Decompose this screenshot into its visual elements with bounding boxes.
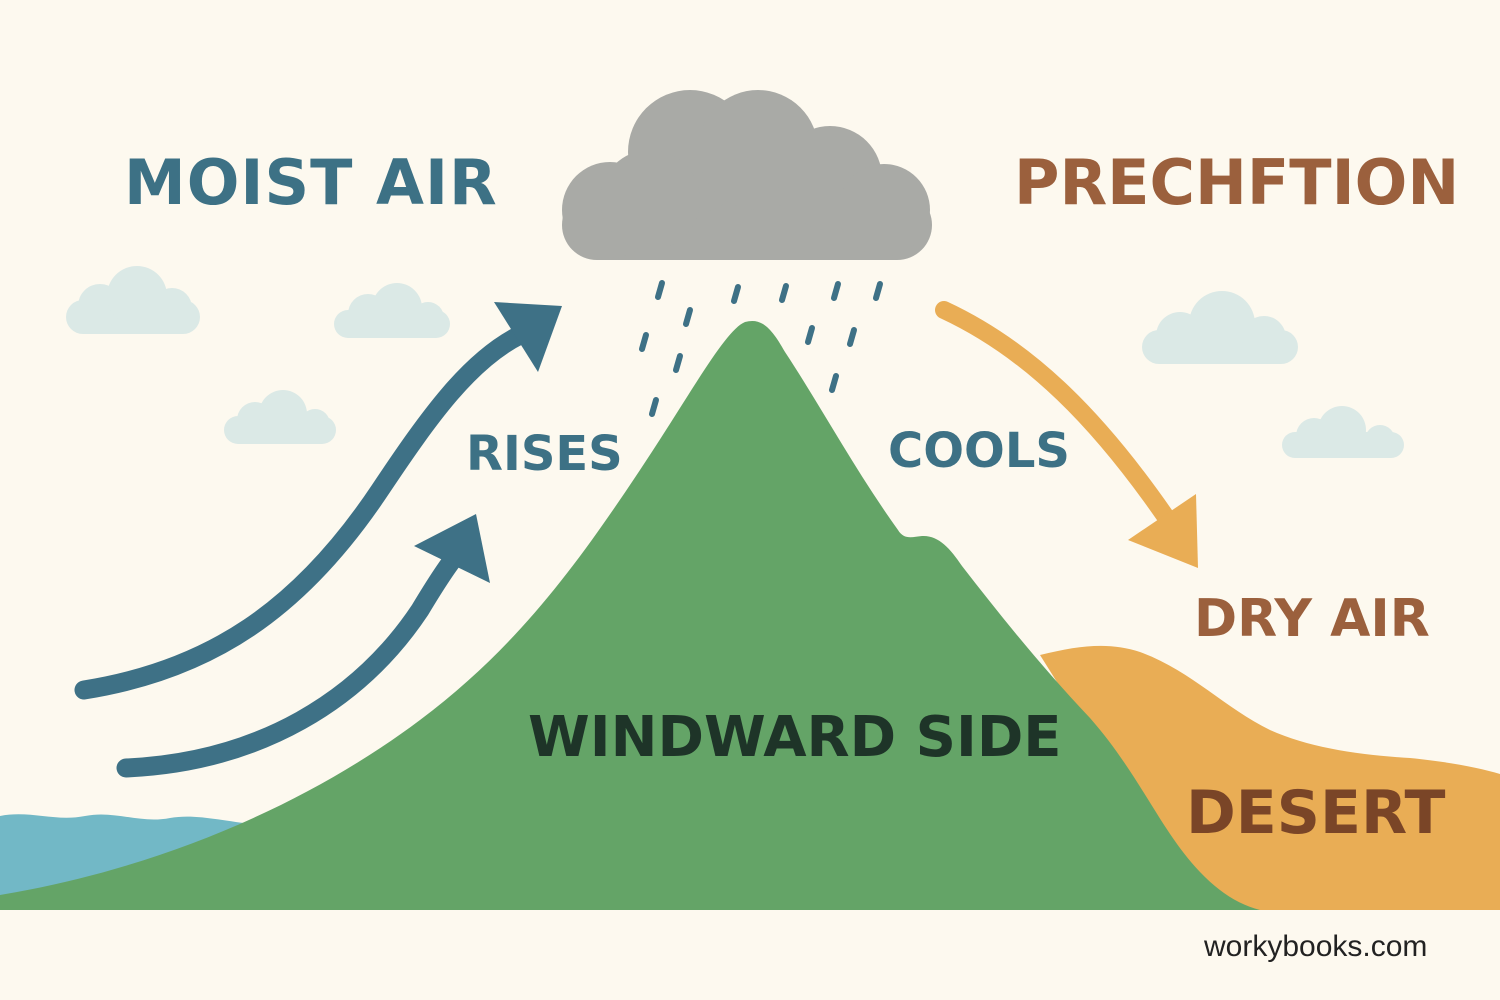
raindrop-icon: [847, 327, 857, 347]
rises-label: RISES: [466, 426, 623, 482]
windward-side-label: WINDWARD SIDE: [528, 705, 1062, 770]
cloud-icon: [1282, 406, 1404, 458]
arrow-icon: [74, 325, 530, 700]
raindrop-icon: [779, 283, 789, 303]
cloud-icon: [224, 390, 336, 444]
precipitation-label: PRECHFTION: [1014, 146, 1460, 219]
raindrop-icon: [655, 280, 665, 300]
rain-drops: [639, 280, 883, 417]
arrow-icon: [116, 543, 468, 778]
rain-cloud-icon: [562, 90, 932, 260]
raindrop-icon: [683, 307, 693, 327]
background-clouds: [66, 266, 1404, 458]
cloud-icon: [1142, 291, 1298, 364]
dry-air-label: DRY AIR: [1194, 589, 1430, 649]
raindrop-icon: [649, 397, 659, 417]
moist-air-label: MOIST AIR: [124, 146, 498, 219]
mountain: [0, 320, 1260, 911]
cloud-icon: [66, 266, 200, 334]
source-credit: workybooks.com: [1204, 930, 1428, 963]
desert-ground: [1040, 645, 1500, 910]
raindrop-icon: [639, 332, 649, 352]
raindrop-icon: [873, 281, 883, 301]
descending-air-arrow: [935, 301, 1198, 568]
rising-air-arrow: [116, 514, 490, 778]
raindrop-icon: [831, 281, 841, 301]
cloud-icon: [334, 283, 450, 338]
raindrop-icon: [673, 353, 683, 373]
raindrop-icon: [829, 373, 839, 393]
rising-air-arrow: [74, 302, 562, 700]
cools-label: COOLS: [888, 423, 1070, 479]
arrow-icon: [935, 301, 1181, 535]
raindrop-icon: [731, 284, 741, 304]
desert-label: DESERT: [1186, 778, 1446, 848]
raindrop-icon: [805, 325, 815, 345]
